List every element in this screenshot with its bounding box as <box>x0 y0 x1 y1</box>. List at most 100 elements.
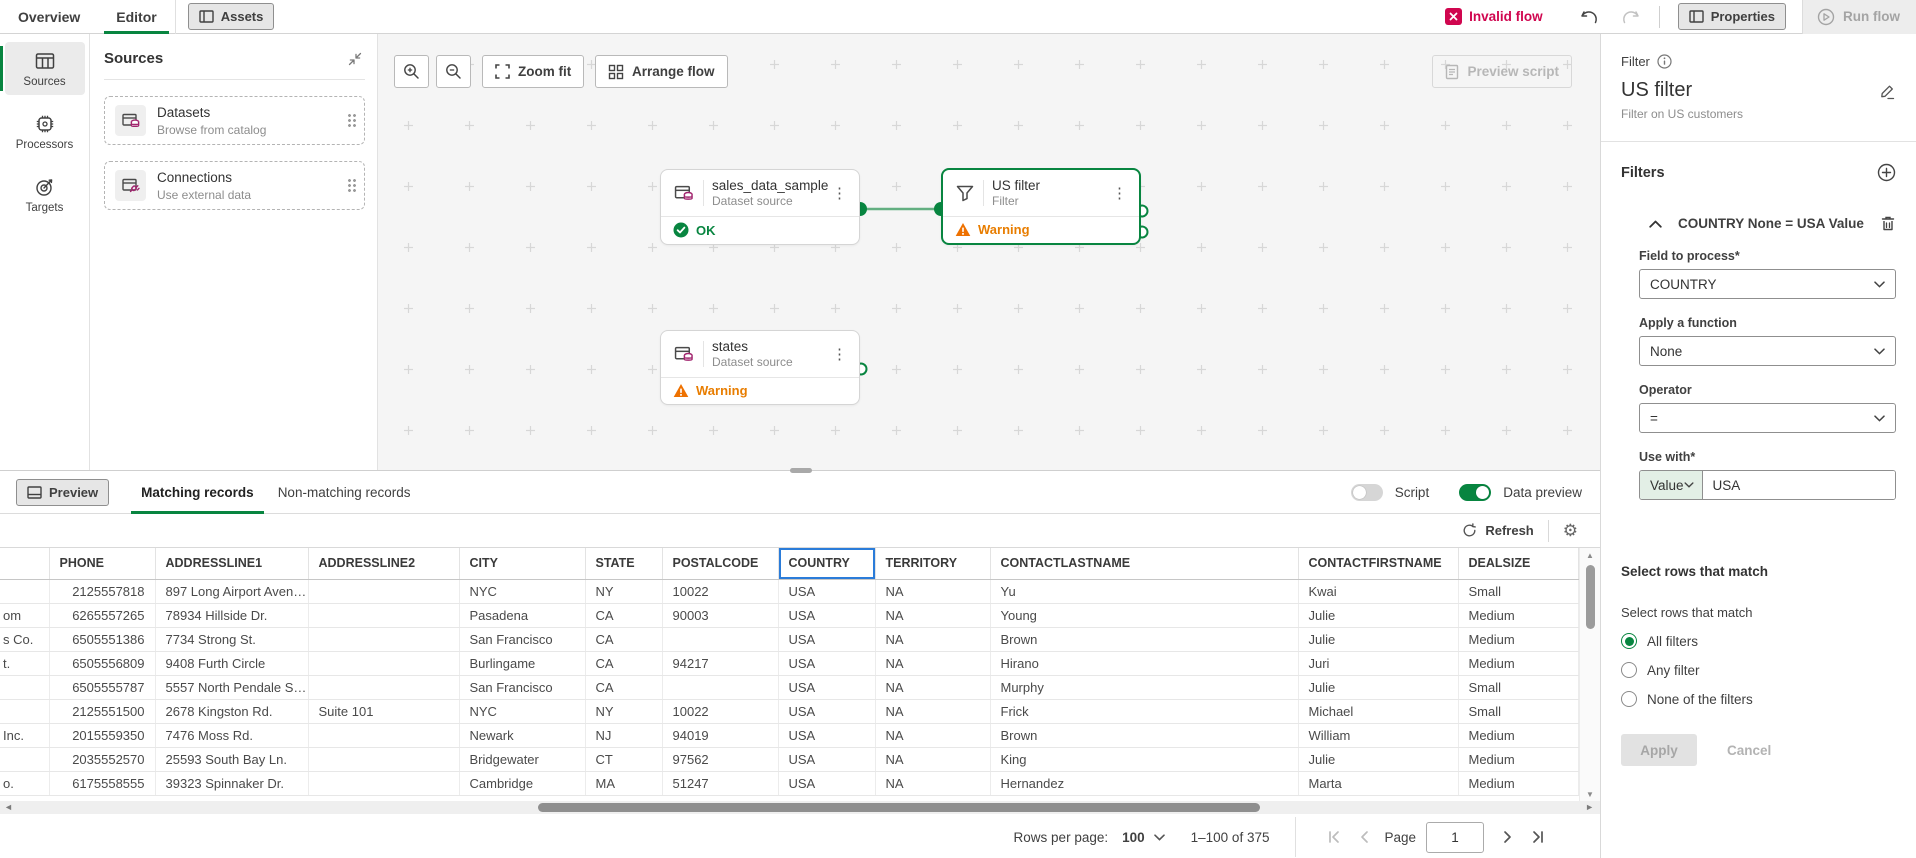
node-menu-kebab-icon[interactable]: ⋮ <box>832 346 847 363</box>
column-header-contactlastname[interactable]: CONTACTLASTNAME <box>990 548 1299 580</box>
add-filter-icon[interactable] <box>1877 163 1896 182</box>
column-header-contactfirstname[interactable]: CONTACTFIRSTNAME <box>1298 548 1459 580</box>
vertical-scrollbar[interactable]: ▲ ▼ <box>1579 548 1600 802</box>
vertical-scroll-thumb[interactable] <box>1585 565 1595 629</box>
tab-overview[interactable]: Overview <box>18 8 81 25</box>
apply-function-select[interactable]: None <box>1639 336 1896 366</box>
redo-button[interactable] <box>1610 0 1651 34</box>
field-to-process-select[interactable]: COUNTRY <box>1639 269 1896 299</box>
horizontal-scrollbar[interactable]: ◄ ► <box>0 801 1600 814</box>
warning-triangle-icon <box>955 223 971 236</box>
table-cell: USA <box>778 579 876 604</box>
drag-handle-icon[interactable] <box>347 113 356 128</box>
tab-editor[interactable]: Editor <box>98 0 174 34</box>
column-header-country[interactable]: COUNTRY <box>778 548 876 580</box>
flow-canvas[interactable]: Zoom fit Arrange flow Preview script <box>378 34 1600 470</box>
zoom-fit-button[interactable]: Zoom fit <box>482 55 585 88</box>
column-header-phone[interactable]: PHONE <box>49 548 156 580</box>
panel-title: US filter <box>1621 79 1693 101</box>
drag-handle-icon[interactable] <box>347 178 356 193</box>
scroll-left-icon[interactable]: ◄ <box>4 802 13 812</box>
column-header-postalcode[interactable]: POSTALCODE <box>662 548 779 580</box>
trash-icon[interactable] <box>1880 215 1896 232</box>
node-us-filter[interactable]: US filter Filter ⋮ Warning <box>941 168 1141 245</box>
table-cell <box>308 651 460 676</box>
column-header-addressline1[interactable]: ADDRESSLINE1 <box>155 548 309 580</box>
gear-icon[interactable]: ⚙ <box>1562 521 1578 540</box>
sidebar-item-processors[interactable]: Processors <box>5 105 85 158</box>
zoom-out-button[interactable] <box>436 55 471 88</box>
node-states[interactable]: states Dataset source ⋮ Warning <box>660 330 860 405</box>
assets-button[interactable]: Assets <box>187 3 275 30</box>
card-subtitle: Browse from catalog <box>157 123 267 137</box>
divider <box>1601 141 1916 142</box>
info-icon[interactable] <box>1657 54 1672 69</box>
table-cell: Hirano <box>990 651 1299 676</box>
column-header-city[interactable]: CITY <box>459 548 586 580</box>
rows-per-page-select[interactable]: 100 <box>1122 830 1165 845</box>
script-toggle[interactable] <box>1350 483 1383 501</box>
scroll-right-icon[interactable]: ► <box>1585 802 1594 812</box>
radio-none-of-the-filters[interactable]: None of the filters <box>1621 691 1896 707</box>
preview-button[interactable]: Preview <box>16 478 110 506</box>
check-circle-icon <box>673 222 689 238</box>
column-header-addressline2[interactable]: ADDRESSLINE2 <box>308 548 460 580</box>
sidebar-item-targets[interactable]: Targets <box>5 168 85 221</box>
node-menu-kebab-icon[interactable]: ⋮ <box>1112 185 1127 202</box>
tab-matching-records[interactable]: Matching records <box>129 471 266 514</box>
node-sales-data-sample[interactable]: sales_data_sample Dataset source ⋮ OK <box>660 169 860 245</box>
source-card-datasets[interactable]: Datasets Browse from catalog <box>104 96 365 145</box>
page-number-input[interactable] <box>1426 821 1484 853</box>
scroll-up-icon[interactable]: ▲ <box>1586 551 1594 560</box>
preview-script-button[interactable]: Preview script <box>1432 55 1572 88</box>
column-header-state[interactable]: STATE <box>585 548 663 580</box>
radio-all-filters[interactable]: All filters <box>1621 633 1896 649</box>
node-menu-kebab-icon[interactable]: ⋮ <box>832 185 847 202</box>
refresh-button[interactable]: Refresh <box>1462 523 1534 538</box>
table-cell: Julie <box>1298 747 1459 772</box>
data-preview-toggle[interactable] <box>1459 483 1492 501</box>
scroll-down-icon[interactable]: ▼ <box>1586 790 1594 799</box>
first-page-button[interactable] <box>1318 830 1350 844</box>
next-page-button[interactable] <box>1494 830 1522 844</box>
horizontal-scroll-thumb[interactable] <box>538 803 1260 812</box>
last-page-button[interactable] <box>1522 830 1554 844</box>
source-card-connections[interactable]: Connections Use external data <box>104 161 365 210</box>
edit-pencil-icon[interactable] <box>1879 83 1896 100</box>
collapse-panel-icon[interactable] <box>347 51 363 67</box>
tab-non-matching-records[interactable]: Non-matching records <box>277 484 411 500</box>
previous-page-button[interactable] <box>1350 830 1378 844</box>
column-header-territory[interactable]: TERRITORY <box>875 548 991 580</box>
table-cell: Medium <box>1458 627 1579 652</box>
zoom-in-button[interactable] <box>394 55 429 88</box>
sidebar-item-sources[interactable]: Sources <box>0 42 85 95</box>
undo-button[interactable] <box>1569 0 1610 34</box>
panel-resize-handle[interactable] <box>790 468 812 473</box>
cancel-button[interactable]: Cancel <box>1727 742 1772 758</box>
use-with-mode-select[interactable]: Value <box>1640 471 1703 499</box>
chevron-up-icon[interactable] <box>1649 220 1662 228</box>
column-header-dealsize[interactable]: DEALSIZE <box>1458 548 1579 580</box>
arrange-flow-button[interactable]: Arrange flow <box>595 55 728 88</box>
use-with-value-input[interactable] <box>1702 471 1895 499</box>
chevron-down-icon <box>1683 482 1694 488</box>
target-icon <box>35 179 52 196</box>
column-header-blank[interactable] <box>0 548 50 580</box>
properties-button[interactable]: Properties <box>1677 3 1786 30</box>
data-preview-toggle-label: Data preview <box>1503 484 1582 500</box>
row-range-label: 1–100 of 375 <box>1190 829 1270 845</box>
filter-rule-row: COUNTRY None = USA Value <box>1621 215 1896 232</box>
operator-select[interactable]: = <box>1639 403 1896 433</box>
radio-any-filter[interactable]: Any filter <box>1621 662 1896 678</box>
apply-button[interactable]: Apply <box>1621 734 1697 766</box>
run-flow-button[interactable]: Run flow <box>1802 0 1916 34</box>
